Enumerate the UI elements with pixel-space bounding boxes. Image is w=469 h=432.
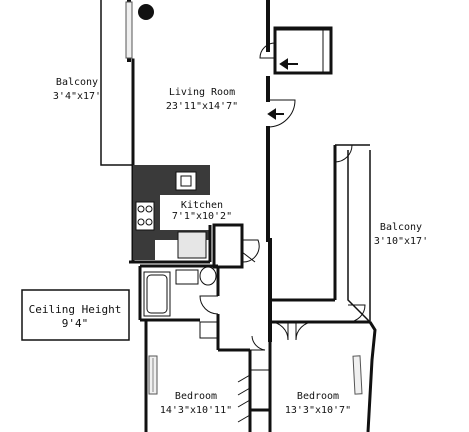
sink-icon	[175, 171, 197, 191]
balcony-right-name: Balcony	[380, 222, 422, 233]
bedroom-left-name: Bedroom	[175, 391, 217, 402]
window-top-left	[125, 1, 133, 59]
bathroom	[138, 264, 220, 350]
fridge	[177, 231, 207, 259]
ceiling-height-value: 9'4"	[62, 317, 89, 330]
bedroom-right-name: Bedroom	[297, 391, 339, 402]
kitchen-size: 7'1"x10'2"	[172, 211, 232, 222]
bathtub	[143, 271, 171, 317]
entry-arrow-icon	[267, 108, 284, 120]
stove-icon	[135, 201, 155, 231]
ceiling-height-title: Ceiling Height	[29, 303, 122, 316]
kitchen-walls	[129, 223, 244, 269]
kitchen-name: Kitchen	[181, 200, 223, 211]
bedroom-right-walls	[269, 320, 377, 432]
balcony-left-name: Balcony	[56, 77, 98, 88]
closet-top	[259, 26, 333, 75]
ceiling-height-box	[21, 289, 130, 341]
bedroom-right-size: 13'3"x10'7"	[285, 405, 351, 416]
hallway-walls	[218, 335, 272, 432]
closet-doors	[237, 374, 251, 423]
entry-door	[267, 99, 296, 128]
column-fixture	[138, 4, 154, 20]
living-room-name: Living Room	[169, 87, 235, 98]
arrow-icon	[279, 58, 298, 70]
toilet	[199, 266, 217, 286]
window-bedroom-right	[352, 355, 363, 395]
kitchen-door	[241, 239, 260, 263]
bathroom-sink	[175, 269, 199, 285]
balcony-left-size: 3'4"x17'	[53, 91, 101, 102]
pantry-door	[241, 251, 256, 263]
balcony-right-size: 3'10"x17'	[374, 236, 428, 247]
balcony-right-outline	[270, 144, 371, 323]
bedroom-left-size: 14'3"x10'11"	[160, 405, 232, 416]
living-room-size: 23'11"x14'7"	[166, 101, 238, 112]
